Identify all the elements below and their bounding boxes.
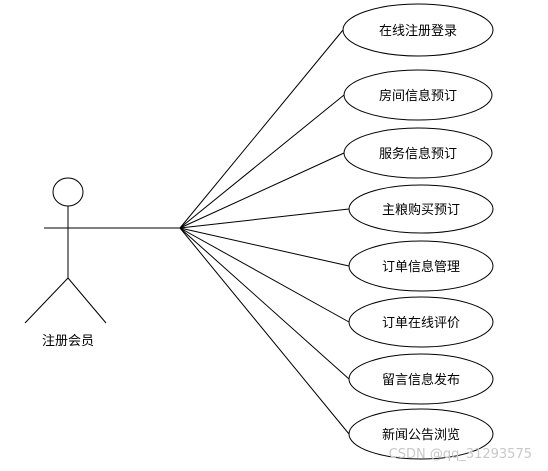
use-case-label: 订单信息管理 (382, 259, 460, 275)
use-case-ellipse (348, 240, 494, 292)
association-line (179, 227, 350, 435)
use-cases: 在线注册登录房间信息预订服务信息预订主粮购买预订订单信息管理订单在线评价留言信息… (342, 3, 494, 460)
use-case-label: 订单在线评价 (382, 316, 460, 331)
use-case-ellipse (343, 127, 493, 179)
association-line (179, 29, 344, 229)
use-case-ellipse (343, 69, 493, 121)
use-case-ellipse (348, 408, 494, 460)
use-case-ellipse (348, 184, 494, 234)
use-case-label: 服务信息预订 (379, 146, 457, 162)
use-case: 新闻公告浏览 (348, 408, 494, 460)
use-case-ellipse (348, 296, 494, 348)
use-case-ellipse (342, 3, 494, 57)
association-line (179, 227, 350, 323)
use-case: 在线注册登录 (342, 3, 494, 57)
use-case: 订单信息管理 (348, 240, 494, 292)
use-case: 主粮购买预订 (348, 184, 494, 234)
use-case: 房间信息预订 (343, 69, 493, 121)
use-case: 留言信息发布 (348, 353, 494, 405)
actor-label: 注册会员 (42, 334, 94, 349)
association-line (179, 227, 350, 380)
association-line (179, 152, 345, 229)
actor-left-leg (24, 277, 69, 324)
use-case-label: 留言信息发布 (382, 372, 460, 388)
actor-head (52, 177, 84, 207)
actor-right-leg (67, 277, 107, 324)
connectors (179, 29, 350, 435)
association-line (179, 227, 350, 267)
use-case-label: 房间信息预订 (379, 88, 457, 104)
use-case: 服务信息预订 (343, 127, 493, 179)
association-line (179, 94, 345, 229)
watermark: CSDN @qq_31293575 (389, 447, 532, 462)
use-case-label: 新闻公告浏览 (382, 427, 460, 443)
use-case-ellipse (348, 353, 494, 405)
actor-figure (24, 177, 107, 324)
association-line (179, 208, 350, 229)
use-case: 订单在线评价 (348, 296, 494, 348)
use-case-label: 在线注册登录 (379, 24, 457, 39)
use-case-label: 主粮购买预订 (382, 202, 460, 218)
